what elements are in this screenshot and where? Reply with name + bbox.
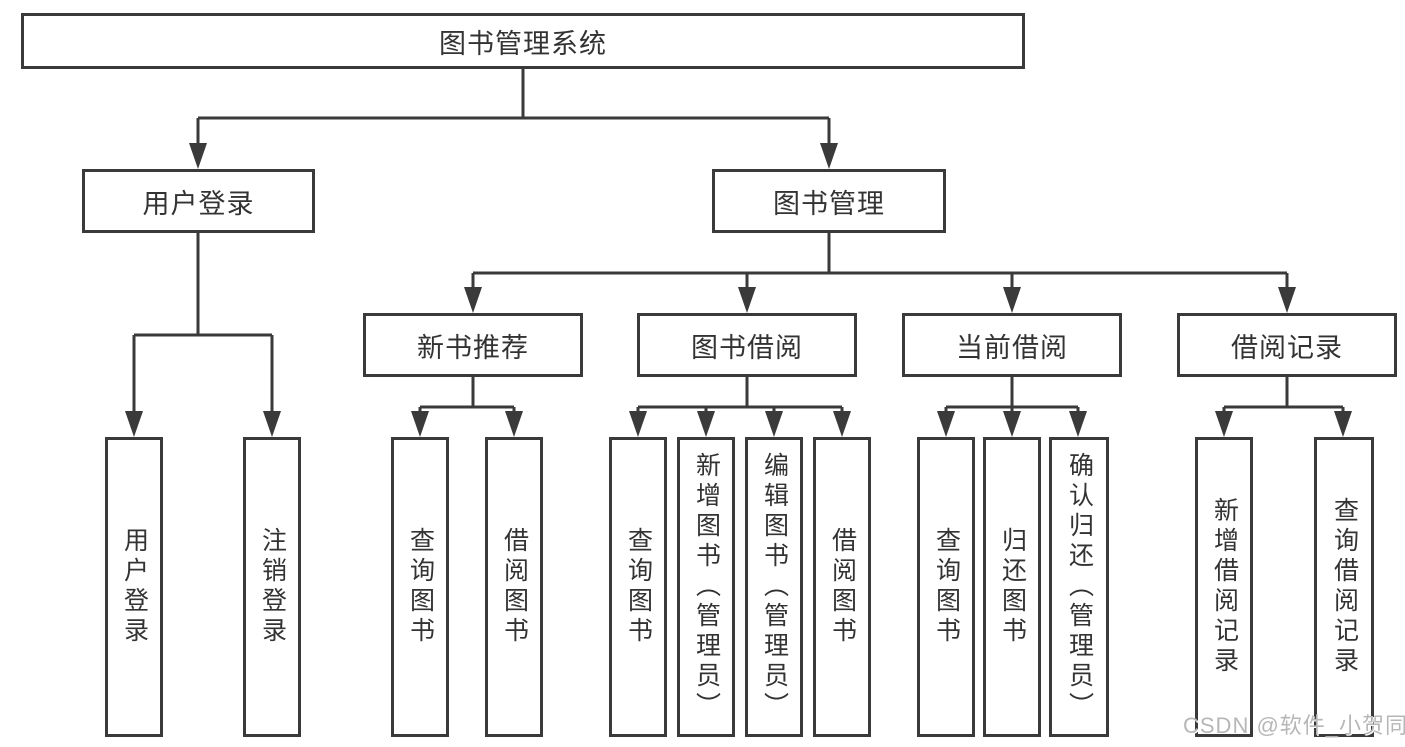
node-query-books-borrowing: 查询图书 [609, 437, 667, 737]
node-label: 借阅图书 [500, 527, 529, 647]
node-label: 查询图书 [932, 527, 961, 647]
node-return-books: 归还图书 [983, 437, 1041, 737]
node-logout: 注销登录 [243, 437, 301, 737]
node-user-login-group: 用户登录 [82, 169, 315, 233]
node-book-management-system: 图书管理系统 [21, 13, 1025, 69]
node-borrow-books-recommendation: 借阅图书 [485, 437, 543, 737]
node-label: 图书管理系统 [439, 28, 607, 59]
node-label: 确认归还（管理员） [1065, 452, 1094, 722]
node-label: 注销登录 [258, 527, 287, 647]
node-label: 编辑图书（管理员） [760, 452, 789, 722]
node-label: 借阅记录 [1231, 332, 1343, 363]
node-query-borrow-record: 查询借阅记录 [1314, 437, 1374, 737]
node-add-books-admin: 新增图书（管理员） [677, 437, 735, 737]
node-label: 查询图书 [624, 527, 653, 647]
node-borrow-books: 借阅图书 [813, 437, 871, 737]
node-query-books-current: 查询图书 [917, 437, 975, 737]
node-label: 当前借阅 [956, 332, 1068, 363]
node-label: 查询图书 [406, 527, 435, 647]
node-borrowing-records: 借阅记录 [1177, 313, 1397, 377]
node-label: 归还图书 [998, 527, 1027, 647]
node-label: 借阅图书 [828, 527, 857, 647]
node-label: 用户登录 [142, 188, 255, 219]
node-new-book-recommendation: 新书推荐 [363, 313, 583, 377]
node-label: 图书借阅 [691, 332, 803, 363]
node-label: 图书管理 [773, 188, 885, 219]
node-label: 新书推荐 [417, 332, 529, 363]
node-add-borrow-record: 新增借阅记录 [1195, 437, 1253, 737]
node-confirm-return-admin: 确认归还（管理员） [1049, 437, 1109, 737]
csdn-watermark: CSDN @软件_小贺同学 [1183, 713, 1405, 738]
node-book-management: 图书管理 [712, 169, 946, 233]
node-edit-books-admin: 编辑图书（管理员） [745, 437, 803, 737]
node-current-borrowing: 当前借阅 [902, 313, 1122, 377]
node-label: 查询借阅记录 [1330, 497, 1359, 677]
node-query-books-recommendation: 查询图书 [391, 437, 449, 737]
node-label: 新增图书（管理员） [692, 452, 721, 722]
node-label: 新增借阅记录 [1210, 497, 1239, 677]
node-user-login: 用户登录 [105, 437, 163, 737]
node-book-borrowing: 图书借阅 [637, 313, 857, 377]
node-label: 用户登录 [120, 527, 149, 647]
